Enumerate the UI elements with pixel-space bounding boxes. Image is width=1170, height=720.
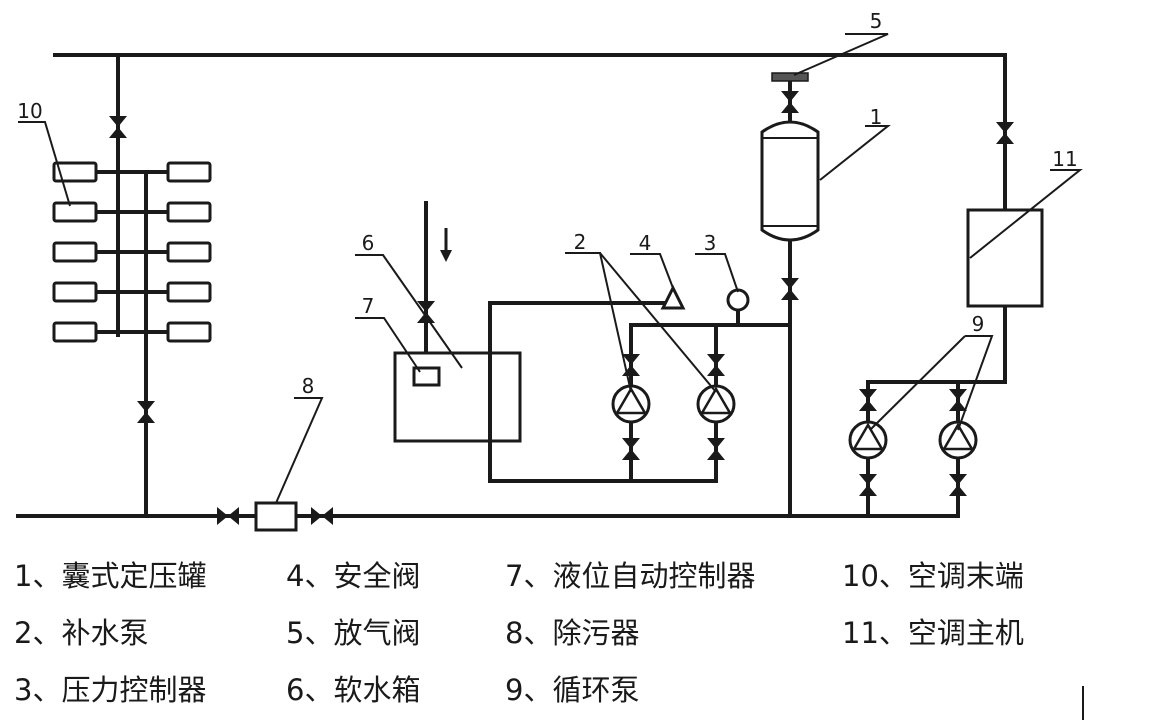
terminal-unit-icon (166, 201, 212, 223)
terminal-unit-icon (52, 201, 98, 223)
callout-11: 11 (1052, 147, 1077, 171)
tank-valve-icon (781, 278, 799, 300)
terminal-unit-icon (52, 321, 98, 343)
terminal-unit-icon (166, 161, 212, 183)
legend-item-1: 1、囊式定压罐 (14, 559, 207, 593)
separator-valve-right-icon (311, 507, 333, 525)
legend-item-2: 2、补水泵 (14, 616, 149, 650)
callout-labels: 5 1 11 9 2 4 3 6 7 8 10 (17, 9, 1077, 398)
riser-valve-upper-icon (109, 116, 127, 138)
legend-item-4: 4、安全阀 (286, 559, 421, 593)
riser-valve-lower-icon (137, 401, 155, 423)
terminal-unit-icon (166, 241, 212, 263)
expansion-tank (760, 72, 820, 518)
circulation-valve-icon (949, 389, 967, 411)
legend-item-7: 7、液位自动控制器 (505, 559, 756, 593)
callout-5: 5 (870, 9, 883, 33)
legend-item-6: 6、软水箱 (286, 673, 421, 707)
level-controller-icon (412, 366, 441, 387)
makeup-pump-loop (488, 284, 792, 483)
inlet-valve-icon (417, 301, 435, 323)
chiller (966, 122, 1044, 308)
terminal-unit-icon (166, 281, 212, 303)
callout-6: 6 (362, 231, 375, 255)
safety-valve-icon (660, 284, 686, 310)
leader-lines (18, 33, 1083, 504)
legend-item-10: 10、空调末端 (842, 559, 1024, 593)
terminal-unit-icon (52, 241, 98, 263)
legend-item-8: 8、除污器 (505, 616, 640, 650)
legend-item-9: 9、循环泵 (505, 673, 640, 707)
terminal-unit-icon (52, 281, 98, 303)
circulation-valve-icon (859, 474, 877, 496)
callout-10: 10 (17, 99, 42, 123)
legend-item-11: 11、空调主机 (842, 616, 1024, 650)
vent-valve-icon (781, 91, 799, 113)
circulation-pump-icon (848, 420, 888, 460)
terminal-riser (94, 53, 170, 518)
callout-1: 1 (870, 105, 883, 129)
separator-valve-left-icon (217, 507, 239, 525)
callout-8: 8 (302, 374, 315, 398)
circulation-pumps (848, 389, 978, 496)
callout-2: 2 (574, 230, 587, 254)
callout-3: 3 (704, 231, 717, 255)
dirt-separator (217, 501, 333, 532)
soft-water-tank (393, 201, 522, 443)
chiller-valve-icon (996, 122, 1014, 144)
pressure-controller-icon (726, 288, 750, 312)
terminal-unit-icon (166, 321, 212, 343)
legend-item-3: 3、压力控制器 (14, 673, 207, 707)
callout-9: 9 (972, 312, 985, 336)
callout-7: 7 (362, 294, 375, 318)
makeup-valve-icon (707, 354, 725, 376)
makeup-valve-icon (622, 438, 640, 460)
flow-arrow-icon (440, 250, 452, 262)
makeup-valve-icon (707, 438, 725, 460)
air-vent-icon (771, 72, 809, 82)
callout-4: 4 (639, 231, 652, 255)
circulation-valve-icon (859, 389, 877, 411)
circulation-valve-icon (949, 474, 967, 496)
edge-mark (1082, 686, 1084, 720)
legend-item-5: 5、放气阀 (286, 616, 421, 650)
